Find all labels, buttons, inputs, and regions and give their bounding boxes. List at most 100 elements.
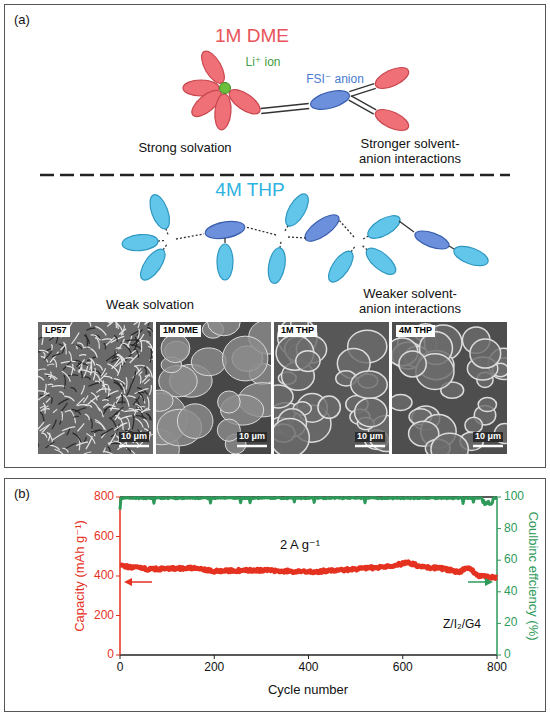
sem-fiber xyxy=(69,322,73,327)
fsi-anion xyxy=(204,219,246,242)
tick xyxy=(497,528,501,529)
sem-fiber xyxy=(138,322,140,328)
sem-fiber xyxy=(125,340,139,341)
sem-fiber xyxy=(145,376,150,377)
sem-fiber xyxy=(94,430,101,433)
sem-fiber xyxy=(135,389,149,394)
sem-grain xyxy=(351,371,387,398)
sem-fiber xyxy=(133,368,142,378)
sem-grain xyxy=(431,433,468,454)
sem-fiber xyxy=(106,397,111,399)
sem-fiber xyxy=(104,376,113,379)
sem-fiber xyxy=(134,322,144,325)
sem-grain xyxy=(355,398,387,427)
sem-fiber xyxy=(91,393,97,401)
scale-bar xyxy=(119,445,149,448)
annotation: Weak solvation xyxy=(106,298,194,313)
sem-fiber xyxy=(66,366,75,371)
tick xyxy=(497,591,501,592)
coordination-line xyxy=(176,234,204,239)
sem-fiber xyxy=(106,337,115,345)
tick-label: 200 xyxy=(94,609,114,623)
sem-fiber xyxy=(73,345,82,349)
fsi-anion xyxy=(309,87,352,113)
annotation: Weaker solvent-anion interactions xyxy=(349,287,471,317)
sem-fiber xyxy=(97,408,103,418)
interaction-line xyxy=(224,238,225,243)
sample-label: 4M THP xyxy=(396,325,435,337)
sem-fiber xyxy=(65,443,76,449)
sem-fiber xyxy=(79,363,82,373)
sem-grain xyxy=(399,351,426,377)
condition-label: 2 A g⁻¹ xyxy=(278,538,322,553)
sem-fiber xyxy=(93,368,95,380)
sem-fiber xyxy=(134,365,144,366)
tick xyxy=(402,655,403,659)
sem-fiber xyxy=(112,359,120,369)
tick xyxy=(116,615,120,616)
tick-label: 200 xyxy=(204,661,224,675)
tick-label: 0 xyxy=(107,648,114,662)
sem-fiber xyxy=(123,395,129,407)
sem-fiber xyxy=(73,416,78,417)
sem-fiber xyxy=(53,409,57,412)
sem-fiber xyxy=(38,352,40,356)
efficiency-series xyxy=(120,497,497,509)
solvent-molecule xyxy=(213,93,232,130)
tick xyxy=(116,576,120,577)
sem-fiber xyxy=(106,352,118,361)
solvent-molecule xyxy=(121,233,158,252)
tick xyxy=(497,560,501,561)
sem-fiber xyxy=(96,364,102,370)
sem-fiber xyxy=(49,445,60,450)
sem-fiber xyxy=(135,419,143,428)
sem-fiber xyxy=(112,357,118,359)
sem-image: LP5710 μm xyxy=(38,322,153,454)
sem-grain xyxy=(222,336,267,381)
scale-label: 10 μm xyxy=(355,432,385,442)
coordination-line xyxy=(166,229,168,235)
sem-fiber xyxy=(91,349,98,358)
sem-texture xyxy=(392,322,507,454)
arrow-head xyxy=(124,578,132,586)
sem-fiber xyxy=(52,386,66,387)
panel-letter: (b) xyxy=(14,486,30,501)
interaction-line xyxy=(399,221,414,232)
sem-fiber xyxy=(139,371,143,375)
sem-fiber xyxy=(84,377,91,380)
scale-label: 10 μm xyxy=(237,432,267,442)
coordination-line xyxy=(158,240,164,242)
solvent-molecule xyxy=(217,244,233,280)
sem-fiber xyxy=(135,404,143,411)
solvent-molecule xyxy=(281,190,313,229)
tick-label: 0 xyxy=(504,648,511,662)
sem-fiber xyxy=(114,423,126,430)
sem-fiber xyxy=(81,452,91,454)
sem-fiber xyxy=(52,420,56,429)
tick-label: 0 xyxy=(117,661,124,675)
sem-fiber xyxy=(46,398,50,402)
sem-fiber xyxy=(118,402,126,403)
coordination-line xyxy=(246,227,276,235)
sem-grain xyxy=(470,339,501,368)
sem-fiber xyxy=(142,374,149,383)
sem-grain xyxy=(191,348,226,376)
tick xyxy=(308,655,309,659)
tick xyxy=(497,655,501,656)
electrolyte-title: 1M DME xyxy=(215,25,289,47)
tick-label: 20 xyxy=(504,616,517,630)
tick xyxy=(120,655,121,659)
sem-fiber xyxy=(61,344,67,350)
solvent-molecule xyxy=(324,247,358,286)
sem-fiber xyxy=(38,422,44,431)
sem-fiber xyxy=(75,408,86,412)
sem-fiber xyxy=(58,399,68,405)
tick-label: 800 xyxy=(487,661,507,675)
tick xyxy=(497,623,501,624)
sem-fiber xyxy=(97,338,100,349)
sem-fiber xyxy=(146,413,151,420)
sem-fiber xyxy=(135,409,141,410)
tick-label: 800 xyxy=(94,490,114,504)
sem-fiber xyxy=(38,369,46,371)
sem-fiber xyxy=(62,427,75,431)
